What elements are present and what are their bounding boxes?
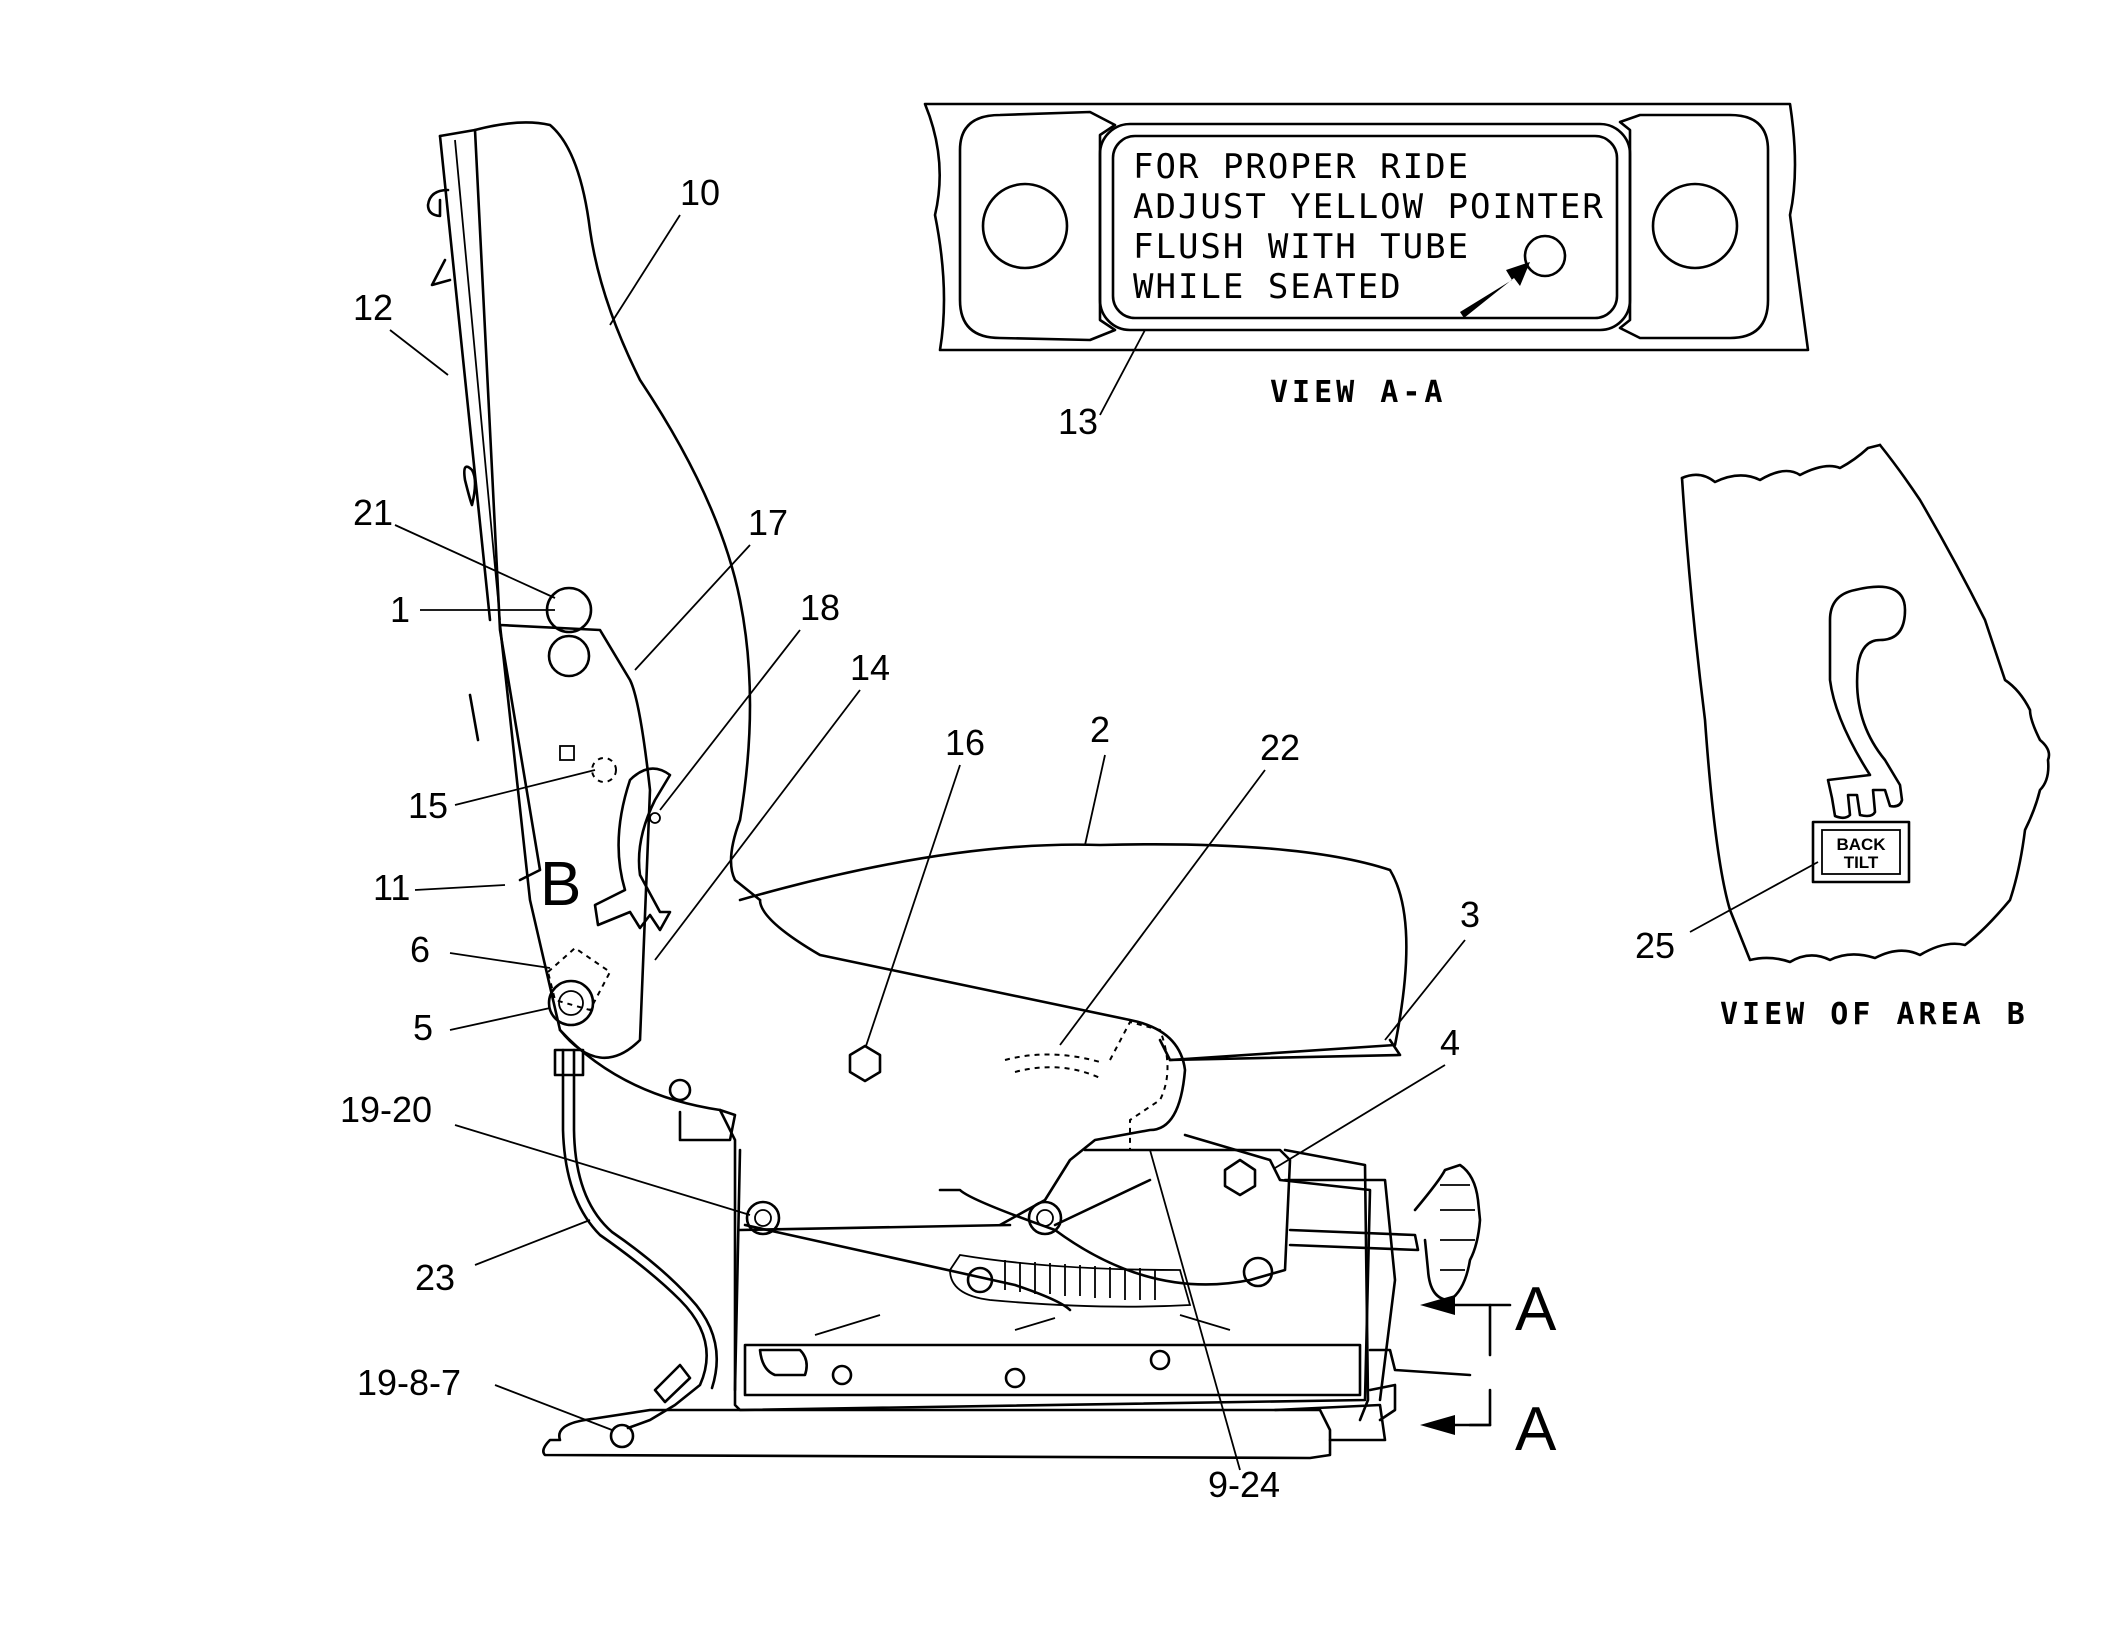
area-b-marker: B [540, 850, 581, 919]
seat-cushion [738, 843, 1408, 1062]
base-rail [743, 1343, 1362, 1397]
plate-6 [546, 946, 612, 1012]
callout-23: 23 [415, 1257, 455, 1298]
decal-line-3: FLUSH WITH TUBE [1133, 227, 1470, 267]
back-tilt-slot-shape [1826, 585, 1907, 820]
callout-10: 10 [680, 172, 720, 213]
callout-3: 3 [1460, 894, 1480, 935]
nut-19-20 [745, 1200, 781, 1236]
callout-22: 22 [1260, 727, 1300, 768]
ground-strap-23 [561, 1048, 708, 1430]
callout-6: 6 [410, 929, 430, 970]
decal-line-1: FOR PROPER RIDE [1133, 147, 1470, 187]
callout-19-20: 19-20 [340, 1089, 432, 1130]
view-aa-label: VIEW A-A [1270, 375, 1447, 410]
callout-16: 16 [945, 722, 985, 763]
callout-18: 18 [800, 587, 840, 628]
seat-assembly: B [426, 121, 1557, 1464]
back-tilt-tag-line-1: BACK [1836, 835, 1886, 854]
back-tilt-tag-inner [1821, 829, 1901, 875]
callout-5: 5 [413, 1007, 433, 1048]
callouts: 10 12 21 1 17 18 14 15 11 6 5 16 2 22 3 … [340, 172, 1819, 1505]
callout-17: 17 [748, 502, 788, 543]
ground-bolt-19-8-7 [609, 1423, 635, 1449]
seat-side-frame [758, 898, 1187, 1227]
pointer-indicator-circle [1523, 234, 1567, 278]
section-letter-top: A [1515, 1275, 1557, 1344]
callout-4: 4 [1440, 1022, 1460, 1063]
callout-25: 25 [1635, 925, 1675, 966]
view-area-b-panel: BACK TILT VIEW OF AREA B [1680, 443, 2051, 1032]
recliner-slot [593, 767, 672, 932]
spring-22 [1004, 1053, 1101, 1063]
view-aa-panel: FOR PROPER RIDE ADJUST YELLOW POINTER FL… [923, 102, 1810, 410]
section-arrow-aa: A A [1420, 1275, 1557, 1464]
callout-11: 11 [373, 867, 410, 908]
ground-bolt-5 [547, 979, 595, 1027]
suspension-housing [718, 1108, 1372, 1412]
callout-9-24: 9-24 [1208, 1464, 1280, 1505]
hinge-knob [463, 465, 477, 507]
slide-rail [542, 1408, 1332, 1460]
callout-2: 2 [1090, 709, 1110, 750]
back-tilt-tag-line-2: TILT [1844, 853, 1879, 872]
section-letter-bottom: A [1515, 1395, 1557, 1464]
callout-15: 15 [408, 785, 448, 826]
recliner-side-plate [498, 623, 652, 1060]
callout-14: 14 [850, 647, 890, 688]
back-tilt-tag-outer [1811, 820, 1911, 884]
callout-13: 13 [1058, 401, 1098, 442]
decal-inner-frame [1111, 134, 1619, 320]
pointer-arrow-icon [1460, 262, 1530, 318]
decal-line-4: WHILE SEATED [1133, 267, 1403, 307]
backrest-cushion [473, 121, 762, 902]
view-area-b-label: VIEW OF AREA B [1720, 997, 2029, 1032]
pivot-bushing [547, 634, 591, 678]
decal-outer-frame [1098, 122, 1632, 332]
mount-hole-right [1651, 182, 1739, 270]
callout-1: 1 [390, 589, 410, 630]
decal-line-2: ADJUST YELLOW POINTER [1133, 187, 1605, 227]
vent-slots [949, 1254, 1192, 1308]
callout-21: 21 [353, 492, 393, 533]
callout-19-8-7: 19-8-7 [357, 1362, 461, 1403]
hex-bolt-16 [848, 1044, 882, 1083]
mount-hole-left [981, 182, 1069, 270]
nut-9-24 [1027, 1200, 1063, 1236]
callout-12: 12 [353, 287, 393, 328]
